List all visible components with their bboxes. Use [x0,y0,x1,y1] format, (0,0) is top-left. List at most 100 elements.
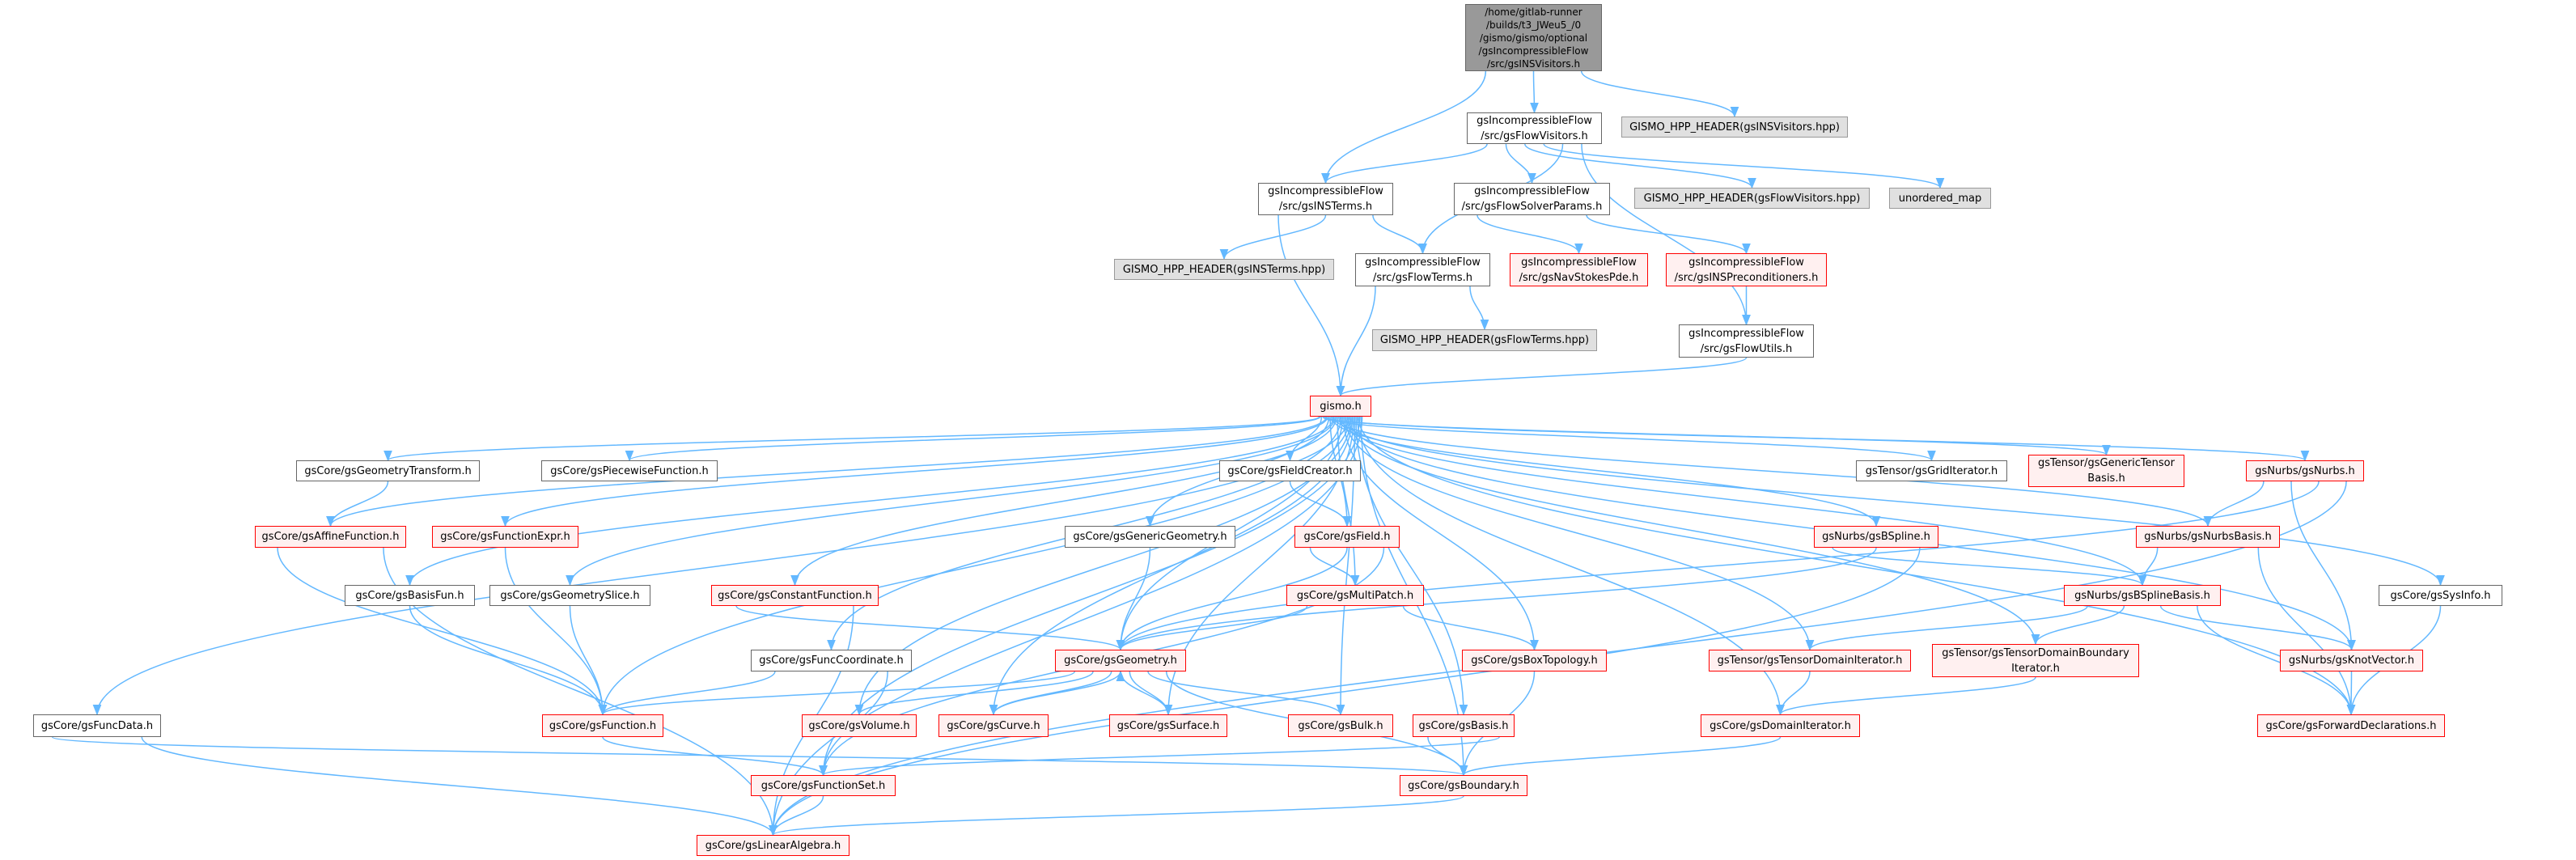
node-geomtransform[interactable]: gsCore/gsGeometryTransform.h [296,460,480,481]
node-boxtopo[interactable]: gsCore/gsBoxTopology.h [1462,650,1607,671]
edge-affine-to-function [277,547,608,716]
edge-nurbs-to-knotvector [2290,481,2356,651]
node-hpp_insterms: GISMO_HPP_HEADER(gsINSTerms.hpp) [1114,259,1334,280]
edge-geomtransform-to-affine [326,481,389,527]
node-geomslice[interactable]: gsCore/gsGeometrySlice.h [489,585,650,606]
node-multipatch[interactable]: gsCore/gsMultiPatch.h [1286,585,1424,606]
edge-gismo-to-piecewise [625,416,1321,462]
edge-insterms-to-gismo [1277,214,1345,397]
edge-curve-to-geometry [993,670,1125,715]
node-label: gsNurbs/gsBSpline.h [1822,531,1930,543]
node-piecewise[interactable]: gsCore/gsPiecewiseFunction.h [541,460,718,481]
node-label: /src/gsINSPreconditioners.h [1674,271,1819,284]
node-knotvector[interactable]: gsNurbs/gsKnotVector.h [2280,650,2423,671]
node-label: GISMO_HPP_HEADER(gsINSTerms.hpp) [1122,263,1326,276]
node-label: gismo.h [1320,400,1362,413]
node-label: gsCore/gsLinearAlgebra.h [705,839,841,852]
node-funcdata[interactable]: gsCore/gsFuncData.h [33,714,161,737]
node-linalg[interactable]: gsCore/gsLinearAlgebra.h [697,835,849,856]
edge-solverparams-to-navstokes [1477,214,1583,255]
node-boundary[interactable]: gsCore/gsBoundary.h [1400,775,1527,796]
node-fieldcreator[interactable]: gsCore/gsFieldCreator.h [1219,460,1361,481]
edge-bsplinebasis-to-knotvector [2159,605,2356,651]
node-field[interactable]: gsCore/gsField.h [1294,526,1400,548]
node-volume[interactable]: gsCore/gsVolume.h [802,714,917,737]
edge-root-to-insterms [1321,70,1487,184]
node-curve[interactable]: gsCore/gsCurve.h [938,714,1049,737]
edge-gismo-to-nurbs [1324,416,2309,462]
node-label: gsCore/gsBasis.h [1418,719,1509,732]
node-label: gsCore/gsAffineFunction.h [261,531,400,543]
node-label: /src/gsINSVisitors.h [1486,57,1581,70]
node-label: gsTensor/gsGenericTensor [2038,457,2175,469]
node-solverparams[interactable]: gsIncompressibleFlow/src/gsFlowSolverPar… [1454,183,1610,215]
node-label: gsTensor/gsGridIterator.h [1865,464,1998,477]
node-hpp_flowvisitors: GISMO_HPP_HEADER(gsFlowVisitors.hpp) [1634,188,1870,209]
edge-geometry-to-surface [1129,671,1173,716]
node-basisfun[interactable]: gsCore/gsBasisFun.h [345,585,475,606]
node-nurbsbasis[interactable]: gsNurbs/gsNurbsBasis.h [2136,526,2280,548]
node-label: gsCore/gsBoxTopology.h [1471,655,1598,667]
edge-function-to-functionset [602,736,828,777]
edge-bsplinebasis-to-tensordomiter [1805,605,2088,651]
node-fwddecl[interactable]: gsCore/gsForwardDeclarations.h [2257,714,2445,737]
node-nurbs[interactable]: gsNurbs/gsNurbs.h [2246,460,2364,481]
node-geometry[interactable]: gsCore/gsGeometry.h [1055,650,1186,671]
node-label: gsIncompressibleFlow [1365,256,1481,269]
node-sysinfo[interactable]: gsCore/gsSysInfo.h [2379,585,2502,606]
edge-multipatch-to-geometry [1116,605,1308,651]
node-label: gsNurbs/gsNurbsBasis.h [2144,531,2272,543]
node-function[interactable]: gsCore/gsFunction.h [542,714,663,737]
node-label: gsCore/gsCurve.h [947,719,1040,732]
node-unordered_map: unordered_map [1889,188,1991,209]
node-bspline[interactable]: gsNurbs/gsBSpline.h [1814,526,1938,548]
node-label: gsCore/gsGeometrySlice.h [500,589,640,602]
node-flowvisitors[interactable]: gsIncompressibleFlow/src/gsFlowVisitors.… [1467,112,1602,144]
node-bulk[interactable]: gsCore/gsBulk.h [1288,714,1393,737]
node-label: gsCore/gsGeometryTransform.h [304,464,472,477]
edge-gismo-to-basis [1355,416,1468,716]
edge-gismo-to-constfunc [790,416,1337,587]
edge-geometry-to-bulk [1147,671,1345,716]
node-constfunc[interactable]: gsCore/gsConstantFunction.h [711,585,879,606]
node-basis[interactable]: gsCore/gsBasis.h [1413,714,1515,737]
node-funcexpr[interactable]: gsCore/gsFunctionExpr.h [432,526,578,548]
node-flowutils[interactable]: gsIncompressibleFlow/src/gsFlowUtils.h [1679,324,1814,358]
node-affine[interactable]: gsCore/gsAffineFunction.h [255,526,406,548]
edge-bsplinebasis-to-tensordombnditer [2031,605,2125,646]
node-gismo[interactable]: gismo.h [1310,396,1371,417]
node-bsplinebasis[interactable]: gsNurbs/gsBSplineBasis.h [2064,585,2221,606]
edge-multipatch-to-boxtopo [1402,605,1539,651]
node-insterms[interactable]: gsIncompressibleFlow/src/gsINSTerms.h [1258,183,1393,215]
node-label: /builds/t3_JWeu5_/0 [1485,19,1582,31]
node-label: gsCore/gsSurface.h [1116,719,1220,732]
node-insprecond[interactable]: gsIncompressibleFlow/src/gsINSPreconditi… [1666,253,1827,286]
node-label: gsCore/gsGenericGeometry.h [1073,531,1227,543]
node-flowterms[interactable]: gsIncompressibleFlow/src/gsFlowTerms.h [1355,253,1490,286]
node-surface[interactable]: gsCore/gsSurface.h [1109,714,1227,737]
node-domainiter[interactable]: gsCore/gsDomainIterator.h [1701,714,1860,737]
node-label: gsCore/gsFunction.h [549,719,657,732]
node-label: gsCore/gsMultiPatch.h [1296,589,1414,602]
node-label: gsNurbs/gsKnotVector.h [2288,655,2415,667]
node-label: gsCore/gsConstantFunction.h [718,589,872,602]
edge-geometry-to-volume [854,671,1094,716]
node-label: gsCore/gsDomainIterator.h [1710,719,1851,732]
node-label: gsCore/gsSysInfo.h [2390,589,2491,602]
node-label: gsCore/gsFunctionSet.h [761,779,886,792]
node-griditer[interactable]: gsTensor/gsGridIterator.h [1856,460,2007,481]
node-navstokes[interactable]: gsIncompressibleFlow/src/gsNavStokesPde.… [1510,253,1648,286]
node-functionset[interactable]: gsCore/gsFunctionSet.h [751,775,896,796]
node-label: /home/gitlab-runner [1485,6,1582,18]
node-label: GISMO_HPP_HEADER(gsFlowTerms.hpp) [1379,334,1590,346]
node-genericgeom[interactable]: gsCore/gsGenericGeometry.h [1065,526,1235,548]
edge-surface-to-geometry [1116,670,1169,715]
node-funccoord[interactable]: gsCore/gsFuncCoordinate.h [751,650,912,671]
edge-fieldcreator-to-field [1289,481,1352,527]
node-tensordomiter[interactable]: gsTensor/gsTensorDomainIterator.h [1709,650,1911,671]
node-label: gsCore/gsGeometry.h [1064,655,1177,667]
edge-nurbsbasis-to-bsplinebasis [2137,547,2159,587]
node-label: /src/gsINSTerms.h [1278,201,1373,213]
